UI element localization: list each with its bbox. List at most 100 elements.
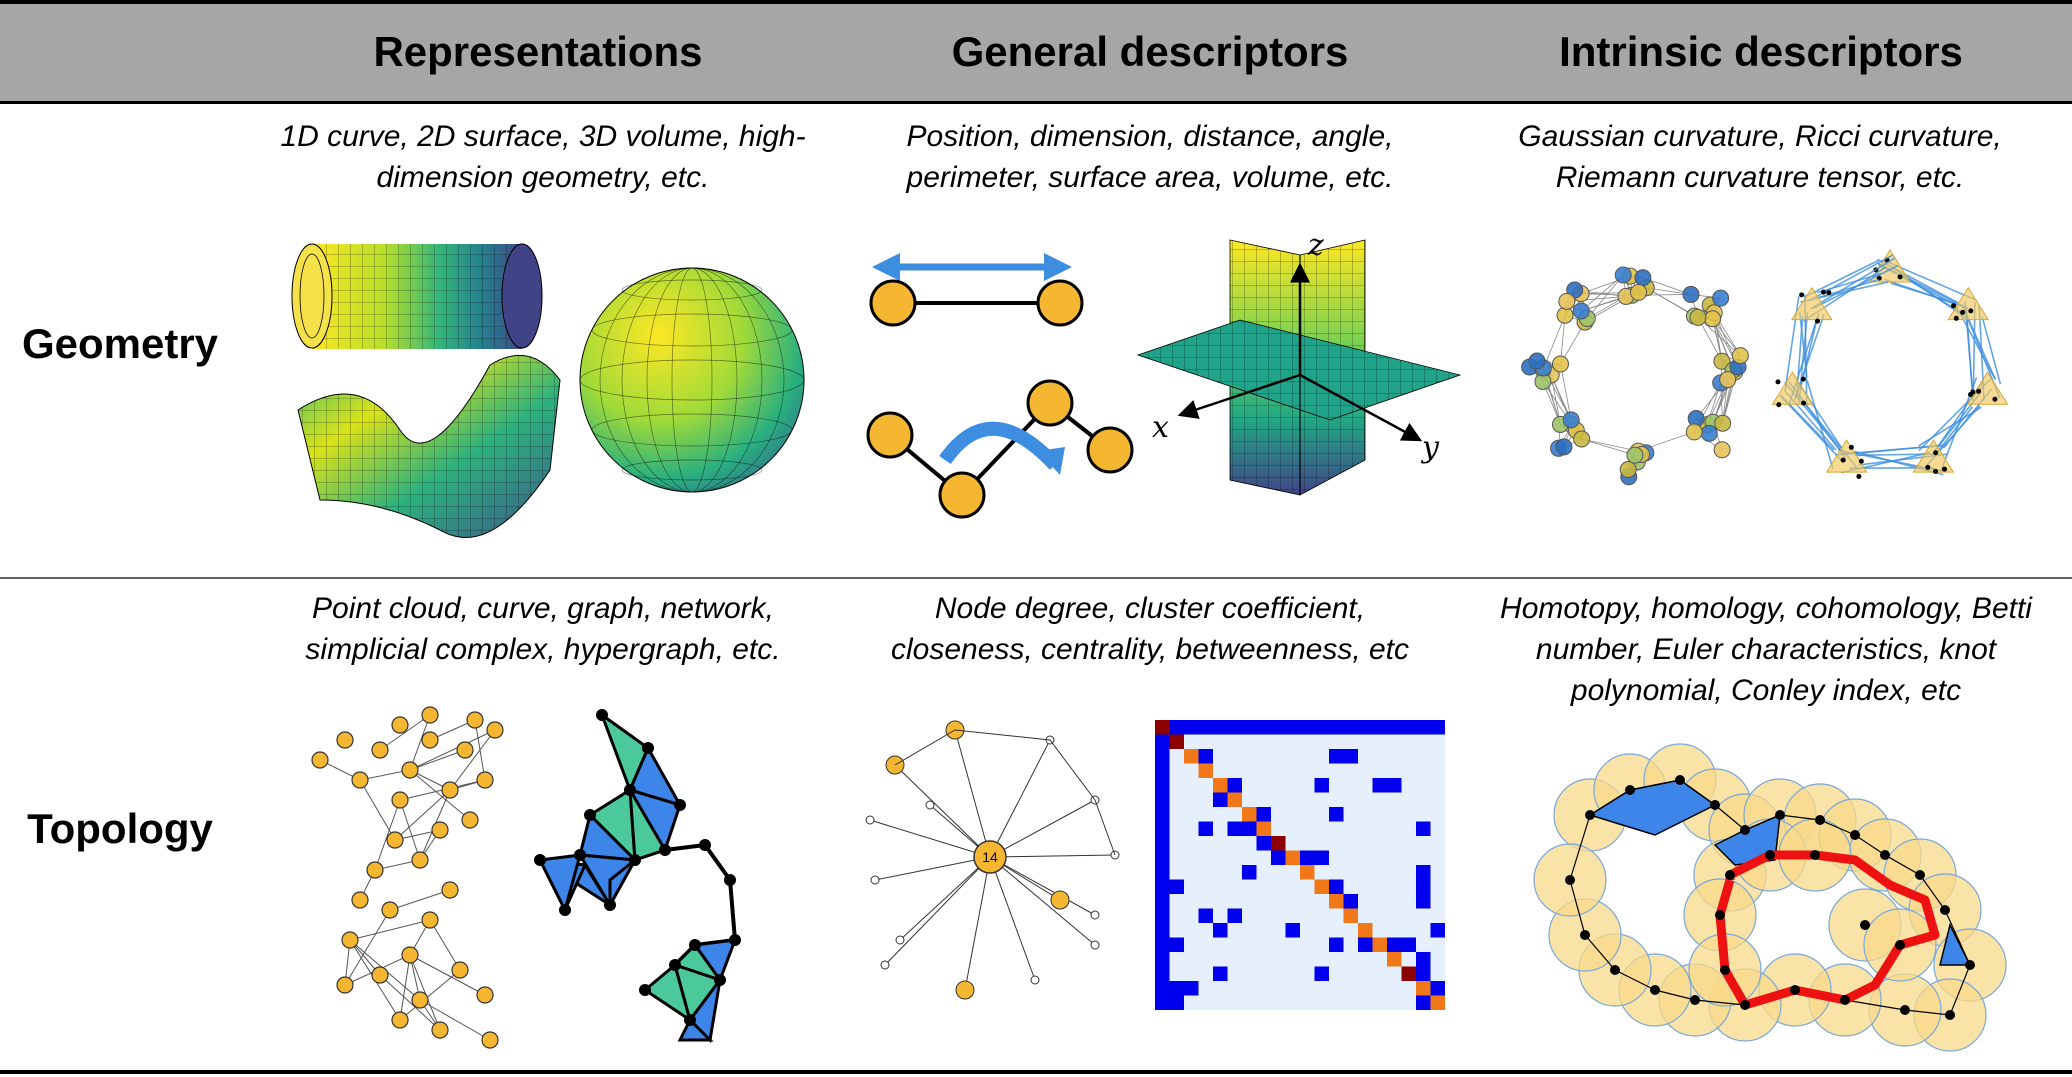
matrix-cell [1401, 937, 1416, 952]
row-divider [0, 577, 2072, 579]
ring-point [1942, 466, 1948, 472]
ring-edge [1888, 261, 1977, 302]
matrix-cell [1155, 966, 1170, 981]
matrix-cell [1329, 749, 1344, 764]
matrix-cell [1184, 749, 1199, 764]
graph-node [411, 851, 429, 869]
matrix-cell [1343, 749, 1358, 764]
graph-edge [349, 919, 431, 941]
graph-edge [374, 799, 401, 871]
star-edge [989, 854, 1116, 858]
geometry-general-descriptors-text: Position, dimension, distance, angle,per… [906, 120, 1394, 194]
matrix-cell [1227, 778, 1242, 793]
complex-vertex [1650, 985, 1660, 995]
star-edge [989, 856, 1096, 946]
star-edge [954, 729, 991, 858]
ring-point [1800, 376, 1806, 382]
matrix-cell [1213, 720, 1228, 735]
graph-node [456, 741, 474, 759]
matrix-cell [1300, 720, 1315, 735]
matrix-cell [1256, 720, 1271, 735]
ring-point [1689, 308, 1707, 326]
matrix-cell [1343, 894, 1358, 909]
graph-node [386, 831, 404, 849]
complex-vertex [1565, 875, 1575, 885]
matrix-cell [1155, 937, 1170, 952]
ring-point [1933, 450, 1939, 456]
graph-edge [409, 749, 466, 771]
matrix-cell [1285, 923, 1300, 938]
red-cycle [1715, 850, 1940, 1010]
geometry-intrinsic-descriptors-text: Gaussian curvature, Ricci curvature,Riem… [1518, 120, 2002, 194]
ring-point [1950, 303, 1956, 309]
matrix-cell [1155, 720, 1170, 735]
complex-vertex [1945, 1010, 1955, 1020]
star-node [925, 800, 935, 810]
ring-point [1572, 302, 1590, 320]
y-axis-label: y [1420, 430, 1440, 465]
complex-vertex [1610, 965, 1620, 975]
graph-edge [474, 719, 486, 781]
curvature-network-ring [1771, 249, 2009, 479]
matrix-cell [1256, 807, 1271, 822]
matrix-cell [1372, 720, 1387, 735]
filled-simplex [1939, 922, 1972, 966]
star-node [880, 960, 890, 970]
ring-edge [1587, 274, 1624, 319]
graph-node [336, 976, 354, 994]
graph-node [391, 1011, 409, 1029]
star-node [865, 815, 875, 825]
cech-complex [1533, 743, 2007, 1052]
matrix-cell [1155, 821, 1170, 836]
ring-edge [1580, 274, 1624, 312]
matrix-cell [1198, 821, 1213, 836]
ring-edge [1581, 438, 1639, 452]
matrix-cell [1155, 792, 1170, 807]
ring-cluster [1947, 286, 1990, 321]
graph-node [401, 946, 419, 964]
matrix-cell [1213, 778, 1228, 793]
ring-point [1801, 400, 1807, 406]
ring-point [1775, 379, 1781, 385]
graph-node [441, 881, 459, 899]
graph-node [461, 811, 479, 829]
graph-edge [409, 769, 471, 821]
ring-point [1814, 318, 1820, 324]
star-node [1030, 975, 1040, 985]
ring-point [1562, 411, 1580, 429]
geometry-representations-figure [291, 243, 805, 538]
graph-edge [409, 714, 431, 771]
simplicial-complex [534, 709, 741, 1044]
matrix-cell [1155, 908, 1170, 923]
graph-node [411, 991, 429, 1009]
hub-node [973, 840, 1007, 874]
graph-node [336, 731, 354, 749]
matrix-cell [1387, 952, 1402, 967]
matrix-cell [1213, 792, 1228, 807]
complex-vertex [1880, 850, 1890, 860]
matrix-cell [1155, 923, 1170, 938]
star-edge [874, 856, 991, 881]
matrix-cell [1358, 937, 1373, 952]
ring-point [1714, 414, 1732, 432]
graph-edge [359, 779, 396, 841]
matrix-cell [1271, 850, 1286, 865]
complex-vertex [1725, 870, 1735, 880]
star-edge [869, 819, 991, 858]
graph-edge [409, 954, 441, 1031]
complex-vertex [1840, 995, 1850, 1005]
coordinate-planes: z x y [1136, 228, 1462, 496]
graph-node [441, 781, 459, 799]
x-axis-label: x [1152, 410, 1169, 445]
matrix-cell [1401, 720, 1416, 735]
matrix-cell [1227, 821, 1242, 836]
topology-general-figure: 14 [865, 720, 1445, 1010]
ring-edge [1581, 438, 1636, 456]
complex-vertex [1900, 1005, 1910, 1015]
graph-node [421, 911, 439, 929]
graph-node [431, 821, 449, 839]
complex-vertex [1675, 775, 1685, 785]
header-band [0, 3, 2072, 102]
adjacency-matrix [1155, 720, 1445, 1010]
graph-node [421, 706, 439, 724]
